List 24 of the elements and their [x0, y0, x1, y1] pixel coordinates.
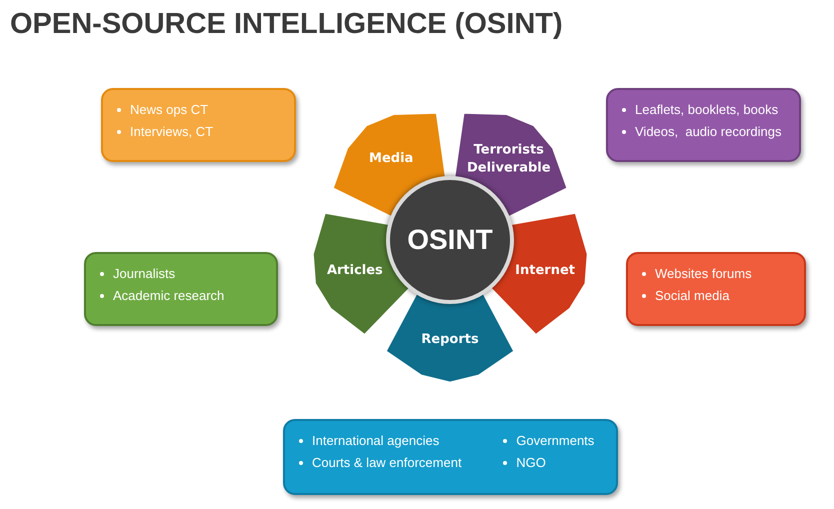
bullet-item: International agencies [312, 433, 440, 448]
petal-label: Media [368, 150, 414, 168]
bullet-item: Governments [516, 433, 594, 448]
bullet-item: News ops CT [130, 102, 208, 117]
petal-label: Internet [514, 262, 576, 280]
bullet-item: Leaflets, booklets, books [635, 102, 778, 117]
callout-box [626, 252, 806, 326]
title: OPEN-SOURCE INTELLIGENCE (OSINT) [10, 8, 563, 41]
bullet-item: Websites forums [655, 266, 752, 281]
petal-label: Terrorists Deliverable [466, 142, 552, 177]
bullet-item: Interviews, CT [130, 124, 214, 139]
center-label: OSINT [407, 224, 493, 256]
bullet-item: Videos, audio recordings [635, 124, 782, 139]
bullet-item: Journalists [113, 266, 176, 281]
callout-box [606, 88, 801, 162]
bullet-item: Academic research [113, 288, 224, 303]
callout-box [283, 419, 618, 495]
bullet-item: NGO [516, 455, 546, 470]
callout-box [101, 88, 296, 162]
petal-label: Articles [326, 262, 384, 280]
bullet-item: Social media [655, 288, 730, 303]
petal-label: Reports [420, 331, 480, 349]
callout-box [84, 252, 278, 326]
bullet-item: Courts & law enforcement [312, 455, 462, 470]
